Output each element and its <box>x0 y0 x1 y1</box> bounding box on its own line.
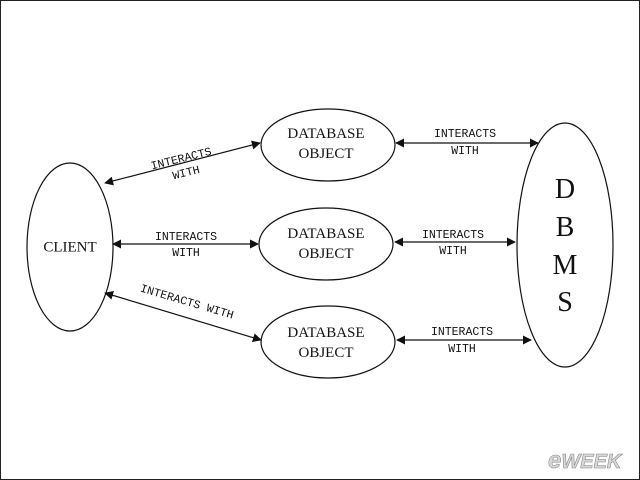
dbms-node: D B M S <box>516 122 614 368</box>
edge-db3-dbms-line2: WITH <box>448 343 476 356</box>
database-object-node-2: DATABASE OBJECT <box>258 207 394 281</box>
eweek-logo-text: eWEEK <box>548 447 623 474</box>
edge-client-db3-line1: INTERACTS WITH <box>139 283 235 323</box>
client-label: CLIENT <box>43 239 96 255</box>
arrow-client-db1 <box>104 140 261 186</box>
database-object-2-line2: OBJECT <box>298 246 353 262</box>
edge-db2-dbms-line2: WITH <box>439 245 467 258</box>
edge-db2-dbms-line1: INTERACTS <box>422 229 484 242</box>
edge-db1-dbms-line1: INTERACTS <box>434 128 496 141</box>
edge-client-db1-line2: WITH <box>171 164 201 183</box>
database-object-2-line1: DATABASE <box>287 226 364 242</box>
database-object-node-3: DATABASE OBJECT <box>260 305 396 379</box>
dbms-letter-4: S <box>557 287 573 318</box>
database-object-node-1: DATABASE OBJECT <box>260 108 396 182</box>
database-object-1-line1: DATABASE <box>287 126 364 142</box>
dbms-letter-2: B <box>556 212 575 243</box>
database-object-1-line2: OBJECT <box>298 146 353 162</box>
arrow-client-db3 <box>104 291 262 342</box>
eweek-logo: eWEEK <box>548 447 624 475</box>
edge-db1-dbms-line2: WITH <box>451 145 479 158</box>
client-node: CLIENT <box>26 162 114 332</box>
database-object-3-line2: OBJECT <box>298 345 353 361</box>
edge-db3-dbms-line1: INTERACTS <box>431 326 493 339</box>
edge-client-db2-line2: WITH <box>172 247 200 260</box>
dbms-letter-1: D <box>555 174 575 205</box>
database-object-3-line1: DATABASE <box>287 325 364 341</box>
dbms-letter-3: M <box>553 250 578 281</box>
edge-client-db2-line1: INTERACTS <box>155 231 217 244</box>
